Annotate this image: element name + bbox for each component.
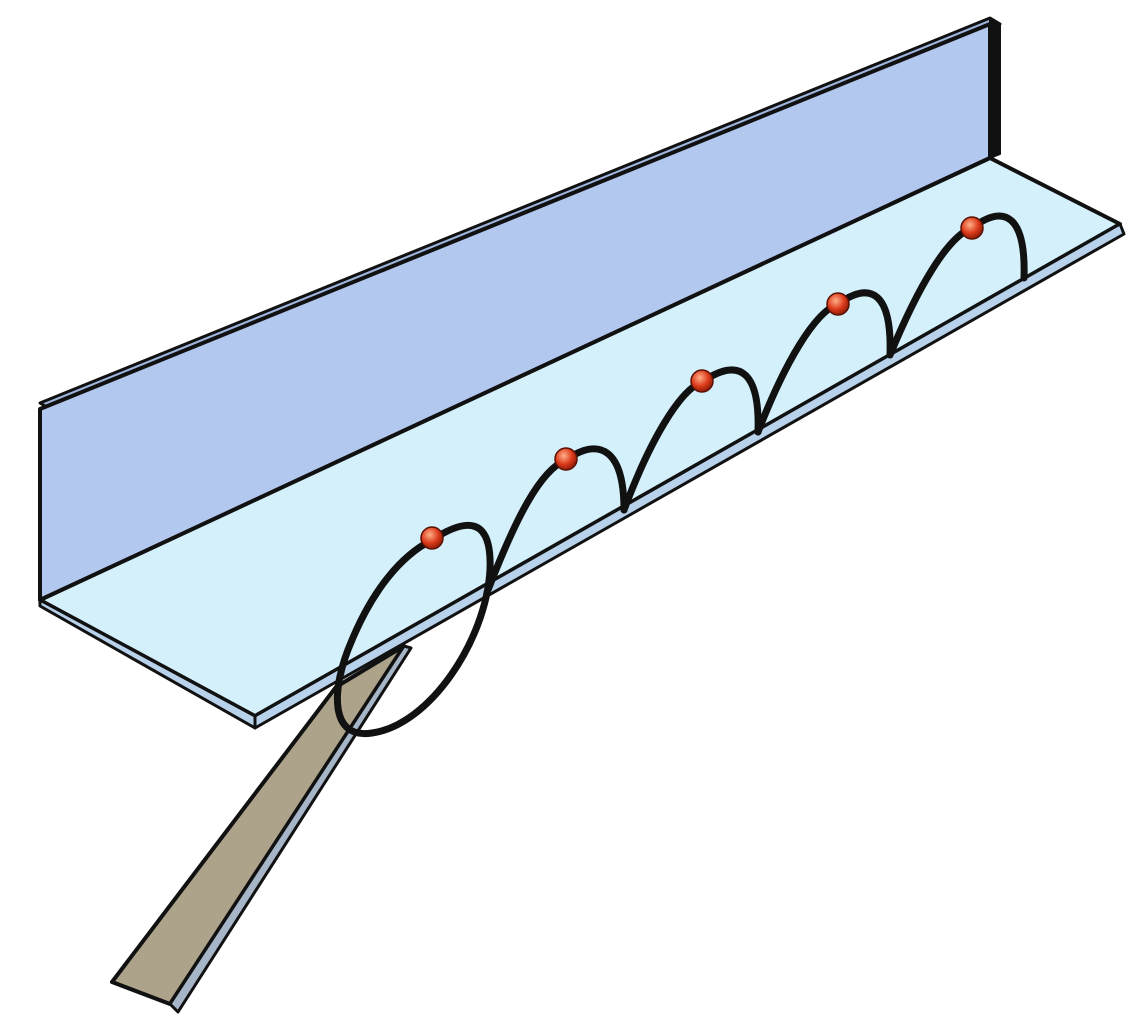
floor-side-edge: [253, 222, 1126, 730]
bead-4: [826, 292, 850, 316]
bead-2: [554, 447, 578, 471]
bead-1: [420, 526, 444, 550]
bead-3: [690, 369, 714, 393]
coil-loop-1: [334, 521, 494, 738]
strip-edge: [168, 644, 413, 1014]
bead-5: [960, 216, 984, 240]
coil-beads: [420, 216, 984, 550]
tan-strip: [110, 644, 413, 1014]
